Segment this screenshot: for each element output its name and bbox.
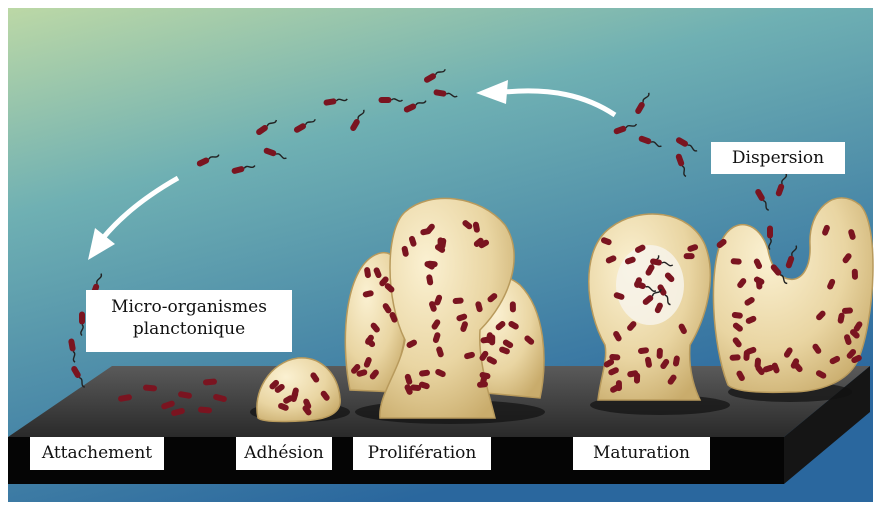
bacterium — [616, 380, 622, 391]
bacterium — [510, 301, 516, 312]
micro-organisms-label: Micro-organismes planctonique — [86, 290, 292, 352]
maturation-void — [616, 245, 684, 325]
bacterium — [656, 348, 663, 359]
attachement-label: Attachement — [30, 437, 164, 470]
bacterium — [729, 354, 740, 361]
bacterium — [634, 373, 640, 384]
micro-organisms-line2: planctonique — [86, 318, 292, 340]
bacterium — [684, 253, 695, 259]
maturation-label: Maturation — [573, 437, 710, 470]
micro-organisms-line1: Micro-organismes — [86, 296, 292, 318]
bacterium — [852, 269, 858, 280]
bacterium — [730, 258, 741, 265]
adhesion-label: Adhésion — [236, 437, 332, 470]
bacterium — [842, 307, 853, 314]
dispersion-label: Dispersion — [711, 142, 845, 174]
proliferation-label: Prolifération — [353, 437, 491, 470]
